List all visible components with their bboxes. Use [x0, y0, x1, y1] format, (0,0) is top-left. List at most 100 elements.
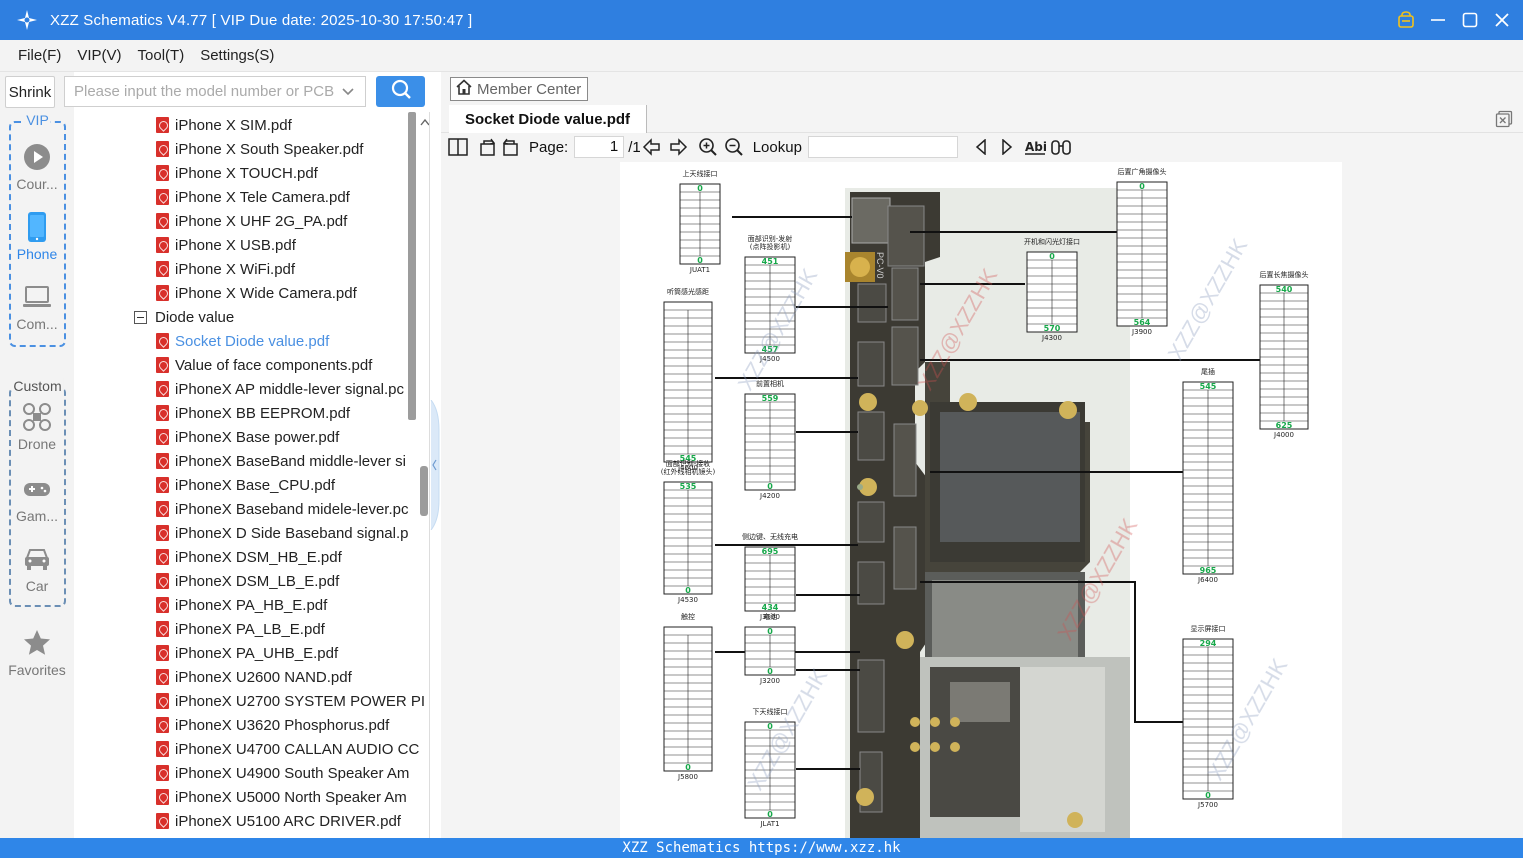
tree-file-item[interactable]: iPhone X Tele Camera.pdf	[156, 185, 350, 209]
collapse-icon[interactable]	[134, 310, 147, 324]
tree-file-item[interactable]: iPhone X SIM.pdf	[156, 113, 292, 137]
find-next-icon[interactable]	[996, 136, 1018, 158]
tab-socket-diode[interactable]: Socket Diode value.pdf	[449, 105, 648, 133]
tree-item-label: iPhone X Wide Camera.pdf	[175, 284, 357, 302]
connector-top-value: 0	[697, 184, 703, 193]
tree-file-item[interactable]: iPhoneX BaseBand middle-lever si	[156, 449, 406, 473]
tree-file-item[interactable]: Value of face components.pdf	[156, 353, 372, 377]
tree-scrollbar-thumb[interactable]	[420, 466, 428, 516]
chevron-down-icon[interactable]	[341, 85, 355, 103]
close-icon[interactable]	[1493, 11, 1511, 29]
match-case-icon[interactable]: Abi	[1024, 136, 1046, 158]
tree-file-item[interactable]: iPhone X WiFi.pdf	[156, 257, 295, 281]
search-placeholder: Please input the model number or PCB	[74, 83, 335, 100]
rail-item-games[interactable]: Gam...	[0, 474, 74, 524]
tree-file-item[interactable]: iPhone X UHF 2G_PA.pdf	[156, 209, 347, 233]
connector-name: J6400	[1197, 576, 1218, 584]
app-logo-icon	[16, 9, 38, 31]
lookup-input[interactable]	[807, 136, 958, 158]
binoculars-icon[interactable]	[1050, 136, 1072, 158]
status-bar: XZZ Schematics https://www.xzz.hk	[0, 838, 1523, 858]
sidebar-toggle-icon[interactable]	[447, 136, 469, 158]
car-icon	[22, 544, 52, 574]
close-tab-icon[interactable]	[1495, 110, 1513, 128]
tree-file-item[interactable]: iPhoneX U4900 South Speaker Am	[156, 761, 409, 785]
pdf-file-icon	[156, 405, 169, 421]
tree-item-label: iPhoneX U4700 CALLAN AUDIO CC	[175, 740, 420, 758]
minimize-icon[interactable]	[1429, 11, 1447, 29]
rail-item-computer[interactable]: Com...	[0, 282, 74, 332]
vip-group: VIP	[9, 112, 66, 347]
panel-splitter[interactable]	[430, 399, 440, 531]
connector-name: J4530	[677, 596, 698, 604]
rotate-right-icon[interactable]	[499, 136, 521, 158]
rail-label-drone: Drone	[17, 436, 57, 452]
menu-file[interactable]: File(F)	[18, 47, 62, 64]
tree-scrollbar[interactable]	[408, 112, 416, 420]
tree-file-item[interactable]: iPhoneX PA_HB_E.pdf	[156, 593, 327, 617]
tree-file-item[interactable]: iPhone X TOUCH.pdf	[156, 161, 318, 185]
tree-file-item[interactable]: iPhone X Wide Camera.pdf	[156, 281, 357, 305]
zoom-in-icon[interactable]	[697, 136, 719, 158]
board-photo: PC-V0	[845, 188, 1130, 838]
pdf-file-icon	[156, 549, 169, 565]
tree-file-item[interactable]: iPhone X USB.pdf	[156, 233, 296, 257]
tree-file-item[interactable]: iPhoneX DSM_LB_E.pdf	[156, 569, 339, 593]
tree-file-item[interactable]: iPhoneX U4700 CALLAN AUDIO CC	[156, 737, 419, 761]
rail-item-car[interactable]: Car	[0, 544, 74, 594]
connector-top-value: 0	[767, 722, 773, 731]
prev-page-icon[interactable]	[641, 136, 663, 158]
connector-name: J5800	[677, 773, 698, 781]
tree-file-item[interactable]: iPhoneX U5100 ARC DRIVER.pdf	[156, 809, 401, 833]
rail-item-favorites[interactable]: Favorites	[0, 628, 74, 678]
tree-file-item[interactable]: iPhoneX PA_UHB_E.pdf	[156, 641, 338, 665]
find-prev-icon[interactable]	[970, 136, 992, 158]
rail-item-phone[interactable]: Phone	[0, 212, 74, 262]
model-search-input[interactable]: Please input the model number or PCB	[64, 76, 366, 107]
tree-file-item[interactable]: iPhoneX Base_CPU.pdf	[156, 473, 335, 497]
tree-file-item[interactable]: Socket Diode value.pdf	[156, 329, 329, 353]
pdf-file-icon	[156, 765, 169, 781]
tree-folder[interactable]: Diode value	[134, 305, 234, 329]
next-page-icon[interactable]	[667, 136, 689, 158]
menu-vip[interactable]: VIP(V)	[77, 47, 122, 64]
connector-title: 后置广角摄像头	[1118, 167, 1167, 176]
tree-file-item[interactable]: iPhoneX Base power.pdf	[156, 425, 339, 449]
tree-file-item[interactable]: iPhoneX DSM_HB_E.pdf	[156, 545, 342, 569]
rail-item-drone[interactable]: Drone	[0, 402, 74, 452]
tree-file-item[interactable]: iPhoneX PA_LB_E.pdf	[156, 617, 325, 641]
maximize-icon[interactable]	[1461, 11, 1479, 29]
member-center-button[interactable]: Member Center	[450, 77, 588, 101]
tree-file-item[interactable]: iPhoneX BB EEPROM.pdf	[156, 401, 350, 425]
search-button[interactable]	[376, 76, 425, 107]
tree-file-item[interactable]: iPhoneX D Side Baseband signal.p	[156, 521, 409, 545]
rail-item-courses[interactable]: Cour...	[0, 142, 74, 192]
page-number-input[interactable]: 1	[574, 136, 625, 158]
vip-lock-icon[interactable]	[1397, 11, 1415, 29]
play-icon	[22, 142, 52, 172]
scroll-up-icon[interactable]	[420, 118, 429, 129]
tree-item-label: iPhoneX U2700 SYSTEM POWER PI	[175, 692, 426, 710]
rotate-left-icon[interactable]	[477, 136, 499, 158]
connector-bottom-value: 0	[767, 667, 773, 676]
connector-title: 面部识别-接收	[666, 459, 711, 468]
menu-settings[interactable]: Settings(S)	[200, 47, 275, 64]
menu-tool[interactable]: Tool(T)	[137, 47, 185, 64]
shrink-button[interactable]: Shrink	[5, 76, 55, 108]
rail-label-games: Gam...	[15, 508, 58, 524]
tree-file-item[interactable]: iPhoneX U2600 NAND.pdf	[156, 665, 352, 689]
tree-file-item[interactable]: iPhone X South Speaker.pdf	[156, 137, 363, 161]
tree-file-item[interactable]: iPhoneX U2700 SYSTEM POWER PI	[156, 689, 425, 713]
tree-file-item[interactable]: iPhoneX Baseband midele-lever.pc	[156, 497, 408, 521]
phone-icon	[22, 212, 52, 242]
pdf-file-icon	[156, 645, 169, 661]
tree-file-item[interactable]: iPhoneX AP middle-lever signal.pc	[156, 377, 404, 401]
tree-file-item[interactable]: iPhoneX U5000 North Speaker Am	[156, 785, 407, 809]
tree-file-item[interactable]: iPhoneX U3620 Phosphorus.pdf	[156, 713, 389, 737]
zoom-out-icon[interactable]	[723, 136, 745, 158]
pdf-file-icon	[156, 285, 169, 301]
pdf-file-icon	[156, 669, 169, 685]
